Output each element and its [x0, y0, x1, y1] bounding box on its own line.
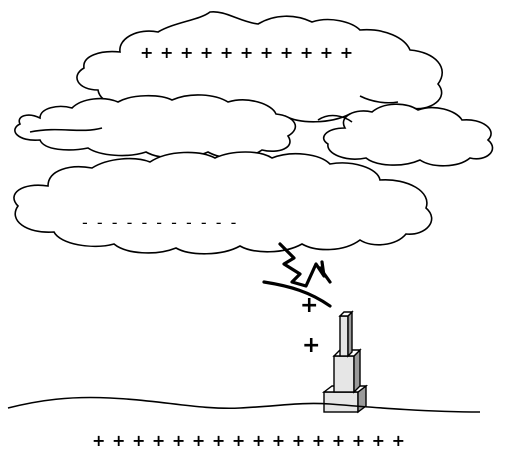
lightning-branch — [264, 282, 330, 306]
ground-positive-charges: + + + + + + + + + + + + + + + + — [92, 431, 406, 450]
upper-cloud-positive-charges: + + + + + + + + + + + — [140, 43, 354, 62]
tower — [324, 312, 366, 412]
left-middle-cloud — [15, 95, 296, 158]
lower-cloud-negative-charges: - - - - - - - - - - - — [82, 213, 238, 232]
lower-cloud — [14, 152, 432, 254]
lightning-leader — [280, 244, 324, 286]
induced-positive-charge-1: + — [300, 293, 318, 318]
induced-positive-charge-2: + — [302, 333, 320, 358]
ground-line — [8, 397, 480, 412]
